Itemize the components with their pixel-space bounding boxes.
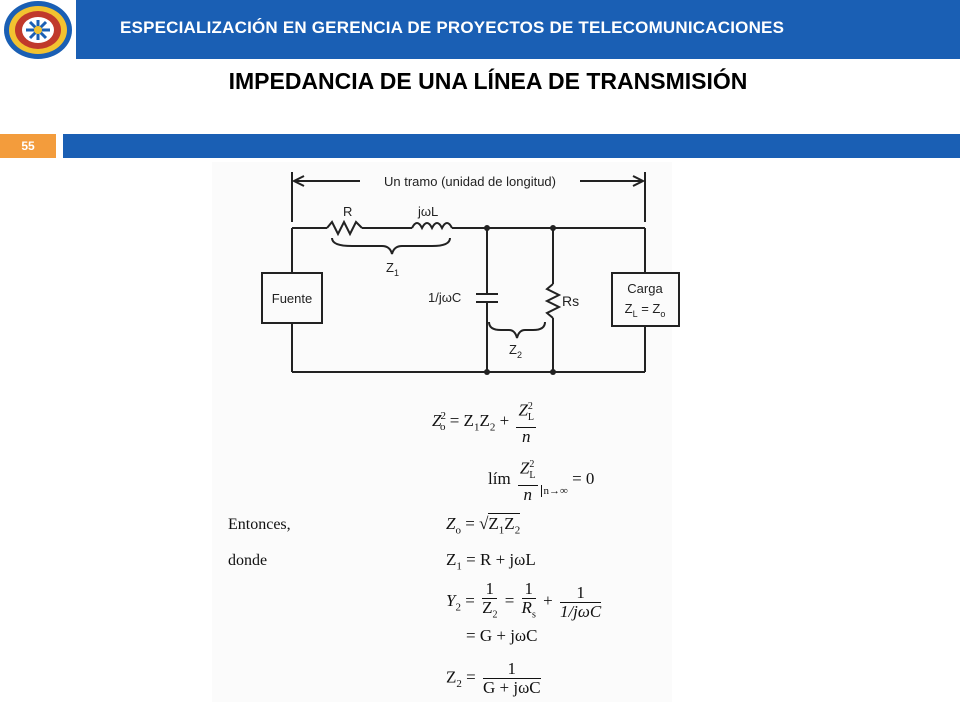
source-label: Fuente (272, 291, 312, 306)
inductor-label: jωL (417, 204, 438, 219)
entonces-text: Entonces, (228, 516, 291, 533)
z2-label: Z2 (509, 342, 522, 360)
load-equation: ZL = Zo (625, 301, 666, 319)
university-seal-icon (2, 0, 74, 60)
equation-z1: Z1 = R + jωL (446, 550, 536, 573)
program-title: ESPECIALIZACIÓN EN GERENCIA DE PROYECTOS… (120, 18, 785, 37)
load-label: Carga (627, 281, 663, 296)
header-bar (76, 0, 960, 59)
resistor-label: R (343, 204, 352, 219)
capacitor-label: 1/jωC (428, 290, 461, 305)
z1-label: Z1 (386, 260, 399, 278)
span-label: Un tramo (unidad de longitud) (384, 174, 556, 189)
scanned-figure (212, 162, 672, 702)
equation-g-jwc: = G + jωC (466, 626, 538, 645)
page-number-badge: 55 (0, 134, 56, 158)
title-divider-bar (63, 134, 960, 158)
equation-zo: Zo = √Z1Z2 (446, 513, 521, 537)
rs-label: Rs (562, 293, 579, 309)
page-title: IMPEDANCIA DE UNA LÍNEA DE TRANSMISIÓN (228, 68, 748, 94)
donde-text: donde (228, 552, 268, 569)
